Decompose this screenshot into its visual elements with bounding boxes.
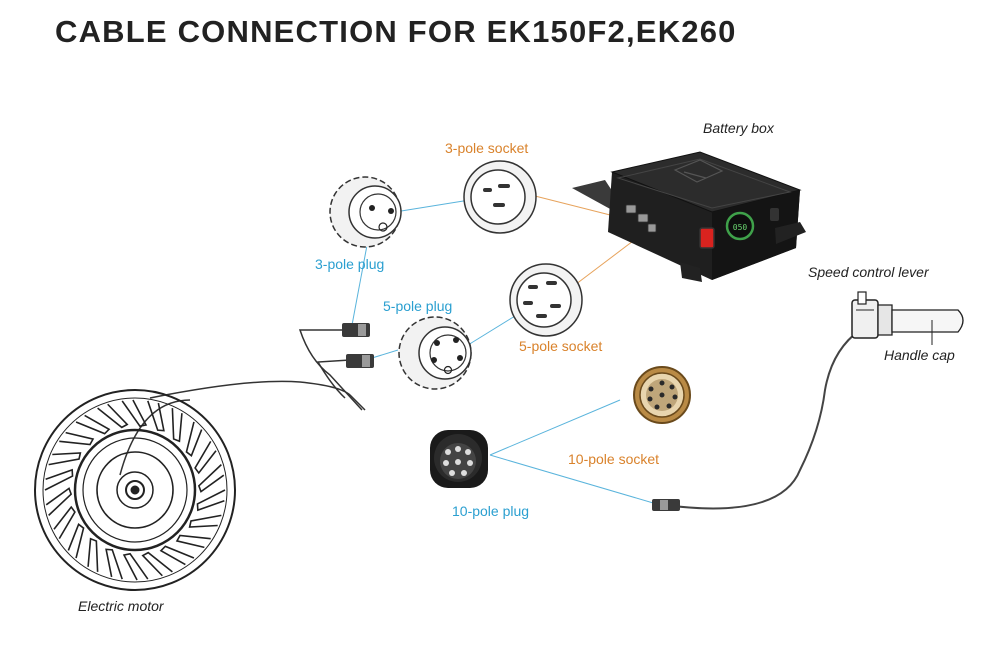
battery-red-switch <box>699 227 715 249</box>
motor-connectors <box>342 323 374 368</box>
tire-tread <box>48 452 82 466</box>
tire-tread <box>67 523 85 559</box>
motor-cables <box>119 329 366 476</box>
tire-tread <box>194 440 217 475</box>
line-3pole-socket-box <box>534 195 623 219</box>
plug-10pole <box>430 430 488 488</box>
tire-tread <box>196 489 226 512</box>
page-title: CABLE CONNECTION FOR EK150F2,EK260 <box>55 14 737 49</box>
tire-tread <box>87 537 99 572</box>
tire-tread <box>97 403 129 429</box>
handle-cap <box>877 304 964 345</box>
label-10pole-socket: 10-pole socket <box>568 451 660 467</box>
tire-tread <box>185 421 203 457</box>
tire-tread <box>141 551 173 577</box>
label-electric-motor: Electric motor <box>78 598 164 614</box>
tire-tread <box>171 408 183 443</box>
tire-tread <box>121 399 148 428</box>
tire-tread <box>59 431 95 446</box>
tire-tread <box>53 505 76 540</box>
electric-motor <box>34 389 236 591</box>
label-5pole-socket: 5-pole socket <box>519 338 603 354</box>
tire-tread <box>105 548 123 580</box>
label-3pole-socket: 3-pole socket <box>445 140 529 156</box>
plug-3pole <box>329 176 402 248</box>
line-10pole-lever <box>489 454 661 506</box>
line-10pole-socket <box>489 399 621 456</box>
label-handle-cap: Handle cap <box>884 347 955 363</box>
label-5pole-plug: 5-pole plug <box>383 298 453 314</box>
label-10pole-plug: 10-pole plug <box>452 503 530 519</box>
tire-tread <box>147 400 165 432</box>
line-3pole-plug-cable <box>351 239 369 326</box>
tire-tread <box>44 468 74 491</box>
battery-box: 050 <box>572 151 806 282</box>
socket-3pole <box>463 160 537 234</box>
svg-text:050: 050 <box>733 223 748 232</box>
label-speed-control-lever: Speed control lever <box>808 264 929 280</box>
label-battery-box: Battery box <box>703 120 774 136</box>
tire-tread <box>197 464 225 493</box>
tire-tread <box>122 552 149 581</box>
label-3pole-plug: 3-pole plug <box>315 256 385 272</box>
plug-5pole <box>398 316 472 390</box>
tire-tread <box>175 534 211 549</box>
tire-tread <box>75 414 111 435</box>
socket-5pole <box>509 263 583 337</box>
speed-control-lever <box>652 291 879 511</box>
battery-display <box>725 211 755 241</box>
tire-tread <box>45 487 73 516</box>
line-5pole-plug-cable <box>371 349 399 359</box>
tire-tread <box>188 514 222 528</box>
tire-tread <box>159 545 195 566</box>
socket-10pole <box>633 366 691 424</box>
